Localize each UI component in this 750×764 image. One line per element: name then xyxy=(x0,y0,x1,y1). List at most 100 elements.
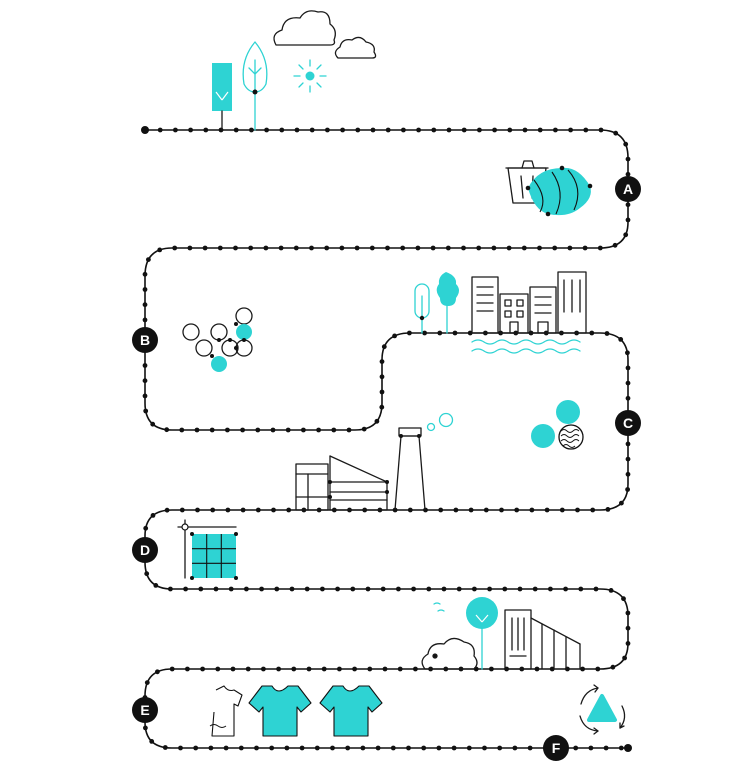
path-dot xyxy=(284,745,290,751)
path-dot xyxy=(623,232,629,238)
path-dot xyxy=(185,666,190,672)
path-dot xyxy=(625,202,631,208)
marker-f: F xyxy=(543,735,569,761)
path-dot xyxy=(446,127,452,133)
path-dot xyxy=(559,507,565,513)
marker-a-label: A xyxy=(623,181,633,197)
path-dot xyxy=(208,745,214,751)
path-dot xyxy=(263,245,269,251)
path-dot xyxy=(597,245,603,251)
path-dot xyxy=(625,641,631,646)
path-dot xyxy=(625,487,630,492)
path-dot xyxy=(497,745,503,751)
path-dot xyxy=(461,245,466,251)
path-dot xyxy=(407,330,412,336)
path-dot xyxy=(233,245,238,251)
marker-b: B xyxy=(132,327,158,353)
path-dot xyxy=(625,471,631,477)
path-dot xyxy=(173,127,178,133)
path-dot xyxy=(583,127,589,133)
path-dot xyxy=(625,441,631,447)
path-dot xyxy=(264,127,269,133)
path-dot xyxy=(274,586,280,592)
water-waves-icon xyxy=(471,339,581,354)
path-dot xyxy=(567,245,573,251)
path-dot xyxy=(438,507,444,513)
path-dot xyxy=(276,666,281,672)
path-dot xyxy=(370,127,376,133)
path-dot xyxy=(552,245,558,251)
path-dot xyxy=(487,586,492,592)
path-dot xyxy=(621,596,626,602)
path-dot xyxy=(421,745,427,751)
path-dot xyxy=(625,610,631,616)
path-dot xyxy=(379,359,385,364)
path-dot xyxy=(240,507,246,513)
path-dot xyxy=(225,427,230,433)
path-dot xyxy=(482,745,487,751)
path-dot xyxy=(233,127,239,133)
path-dot xyxy=(379,389,385,395)
path-dot xyxy=(517,586,523,592)
tree-icon xyxy=(466,597,498,670)
path-dot xyxy=(514,507,520,513)
path-dot xyxy=(426,586,432,592)
path-dot xyxy=(452,330,458,336)
path-dot xyxy=(314,745,320,751)
path-dot xyxy=(537,245,542,251)
path-dot xyxy=(431,127,437,133)
path-dot xyxy=(225,507,231,513)
path-dot xyxy=(568,127,573,133)
path-dot xyxy=(172,245,178,251)
path-dot xyxy=(436,745,442,751)
path-dot xyxy=(301,427,306,433)
path-dot xyxy=(625,350,630,356)
path-dot xyxy=(142,393,148,399)
path-dot xyxy=(489,666,494,672)
path-dot xyxy=(149,739,155,744)
path-dot xyxy=(619,500,624,506)
path-dot xyxy=(198,586,204,592)
path-dot xyxy=(339,245,345,251)
factory-icon xyxy=(295,427,426,511)
path-dot xyxy=(595,666,601,672)
path-dot xyxy=(492,127,497,133)
path-dot xyxy=(245,666,251,672)
fabric-icon xyxy=(525,165,593,217)
factory-joints xyxy=(328,434,421,499)
path-dot xyxy=(625,171,631,177)
path-dot xyxy=(529,507,535,513)
path-dot xyxy=(390,745,396,751)
path-dot xyxy=(325,127,330,133)
path-dot xyxy=(294,127,300,133)
path-dot xyxy=(380,586,386,592)
path-dot xyxy=(248,245,254,251)
path-dot xyxy=(397,666,403,672)
grid-fabric-icon xyxy=(177,519,238,580)
path-dot xyxy=(437,330,443,336)
path-dot xyxy=(195,507,200,513)
path-dot xyxy=(612,242,618,248)
path-dot xyxy=(291,666,297,672)
tree-icon xyxy=(242,41,268,131)
path-dot xyxy=(367,666,373,672)
path-dot xyxy=(598,127,604,133)
path-dot xyxy=(605,507,611,512)
path-dot xyxy=(286,507,292,513)
path-dot xyxy=(379,374,385,380)
path-dot xyxy=(261,666,266,672)
path-dot xyxy=(153,583,159,588)
path-dot xyxy=(422,330,427,336)
path-dots xyxy=(142,127,631,751)
path-dot xyxy=(142,287,148,292)
path-dot xyxy=(249,127,254,133)
path-dot xyxy=(369,245,375,251)
path-dot xyxy=(146,257,151,262)
path-dot xyxy=(590,507,596,513)
path-dot xyxy=(316,427,321,433)
path-dot xyxy=(499,507,504,513)
path-dot xyxy=(381,344,387,350)
path-dot xyxy=(200,666,206,672)
